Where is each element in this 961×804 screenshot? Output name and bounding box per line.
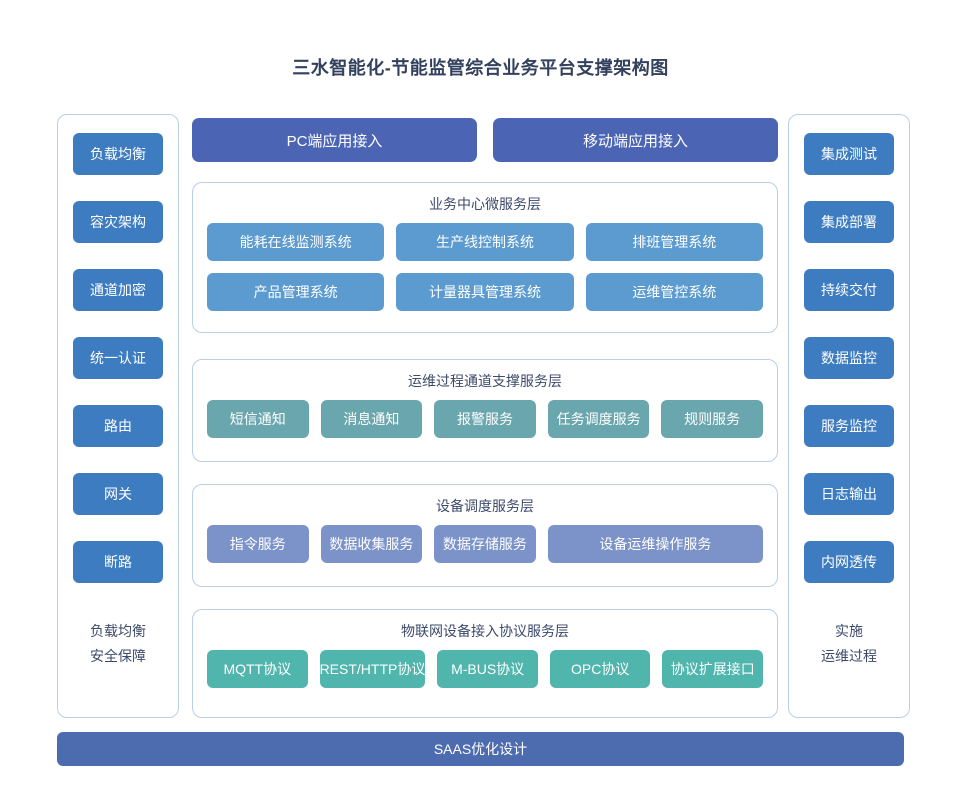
chip-mbus-protocol[interactable]: M-BUS协议 <box>437 650 538 688</box>
chip-rule-service[interactable]: 规则服务 <box>661 400 763 438</box>
right-column-footer-line2: 运维过程 <box>821 648 877 664</box>
left-column-panel: 负载均衡 容灾架构 通道加密 统一认证 路由 网关 断路 负载均衡 安全保障 <box>57 114 179 718</box>
chip-protocol-extension-interface[interactable]: 协议扩展接口 <box>662 650 764 688</box>
ops-layer-title: 运维过程通道支撑服务层 <box>408 373 562 389</box>
business-layer-row-1: 能耗在线监测系统 生产线控制系统 排班管理系统 <box>193 223 777 261</box>
business-layer-title: 业务中心微服务层 <box>429 196 541 212</box>
left-column-footer-line1: 负载均衡 <box>90 623 146 639</box>
iot-layer-row-1: MQTT协议 REST/HTTP协议 M-BUS协议 OPC协议 协议扩展接口 <box>193 650 777 688</box>
sidebar-item-intranet-passthrough[interactable]: 内网透传 <box>804 541 894 583</box>
chip-shift-management-system[interactable]: 排班管理系统 <box>585 223 763 261</box>
chip-metering-device-system[interactable]: 计量器具管理系统 <box>396 273 574 311</box>
saas-optimization-bar[interactable]: SAAS优化设计 <box>57 732 904 766</box>
sidebar-item-circuit-breaker[interactable]: 断路 <box>73 541 163 583</box>
chip-data-collection-service[interactable]: 数据收集服务 <box>320 525 423 563</box>
sidebar-item-integration-testing[interactable]: 集成测试 <box>804 133 894 175</box>
chip-production-line-control[interactable]: 生产线控制系统 <box>396 223 574 261</box>
sidebar-item-gateway[interactable]: 网关 <box>73 473 163 515</box>
sidebar-item-integration-deployment[interactable]: 集成部署 <box>804 201 894 243</box>
sidebar-item-channel-encryption[interactable]: 通道加密 <box>73 269 163 311</box>
chip-mqtt-protocol[interactable]: MQTT协议 <box>207 650 308 688</box>
business-layer-row-2: 产品管理系统 计量器具管理系统 运维管控系统 <box>193 273 777 311</box>
left-column-footer-line2: 安全保障 <box>90 648 146 664</box>
device-layer-title: 设备调度服务层 <box>436 498 534 514</box>
sidebar-item-data-monitoring[interactable]: 数据监控 <box>804 337 894 379</box>
right-column-footer-line1: 实施 <box>835 623 863 639</box>
pc-client-access-button[interactable]: PC端应用接入 <box>192 118 477 162</box>
ops-layer-row-1: 短信通知 消息通知 报警服务 任务调度服务 规则服务 <box>193 400 777 438</box>
chip-opc-protocol[interactable]: OPC协议 <box>549 650 651 688</box>
chip-rest-http-protocol[interactable]: REST/HTTP协议 <box>319 650 426 688</box>
business-microservice-layer: 业务中心微服务层 能耗在线监测系统 生产线控制系统 排班管理系统 产品管理系统 … <box>192 182 778 333</box>
device-layer-row-1: 指令服务 数据收集服务 数据存储服务 设备运维操作服务 <box>193 525 777 563</box>
sidebar-item-log-output[interactable]: 日志输出 <box>804 473 894 515</box>
sidebar-item-load-balancing[interactable]: 负载均衡 <box>73 133 163 175</box>
chip-command-service[interactable]: 指令服务 <box>207 525 309 563</box>
iot-protocol-layer: 物联网设备接入协议服务层 MQTT协议 REST/HTTP协议 M-BUS协议 … <box>192 609 778 718</box>
ops-channel-support-layer: 运维过程通道支撑服务层 短信通知 消息通知 报警服务 任务调度服务 规则服务 <box>192 359 778 462</box>
access-button-row: PC端应用接入 移动端应用接入 <box>192 118 778 162</box>
right-column-footer: 实施 运维过程 <box>821 619 877 669</box>
left-column-footer: 负载均衡 安全保障 <box>90 619 146 669</box>
chip-message-notification[interactable]: 消息通知 <box>320 400 423 438</box>
right-column-panel: 集成测试 集成部署 持续交付 数据监控 服务监控 日志输出 内网透传 实施 运维… <box>788 114 910 718</box>
chip-data-storage-service[interactable]: 数据存储服务 <box>434 525 536 563</box>
chip-alarm-service[interactable]: 报警服务 <box>434 400 536 438</box>
sidebar-item-unified-auth[interactable]: 统一认证 <box>73 337 163 379</box>
chip-product-management-system[interactable]: 产品管理系统 <box>207 273 385 311</box>
chip-device-ops-service[interactable]: 设备运维操作服务 <box>547 525 763 563</box>
sidebar-item-continuous-delivery[interactable]: 持续交付 <box>804 269 894 311</box>
chip-energy-monitoring-system[interactable]: 能耗在线监测系统 <box>207 223 385 261</box>
iot-layer-title: 物联网设备接入协议服务层 <box>401 623 569 639</box>
chip-sms-notification[interactable]: 短信通知 <box>207 400 309 438</box>
sidebar-item-service-monitoring[interactable]: 服务监控 <box>804 405 894 447</box>
sidebar-item-routing[interactable]: 路由 <box>73 405 163 447</box>
device-scheduling-layer: 设备调度服务层 指令服务 数据收集服务 数据存储服务 设备运维操作服务 <box>192 484 778 587</box>
chip-task-scheduling-service[interactable]: 任务调度服务 <box>547 400 650 438</box>
page-title: 三水智能化-节能监管综合业务平台支撑架构图 <box>292 58 669 78</box>
sidebar-item-disaster-recovery[interactable]: 容灾架构 <box>73 201 163 243</box>
chip-ops-control-system[interactable]: 运维管控系统 <box>585 273 763 311</box>
mobile-client-access-button[interactable]: 移动端应用接入 <box>493 118 778 162</box>
